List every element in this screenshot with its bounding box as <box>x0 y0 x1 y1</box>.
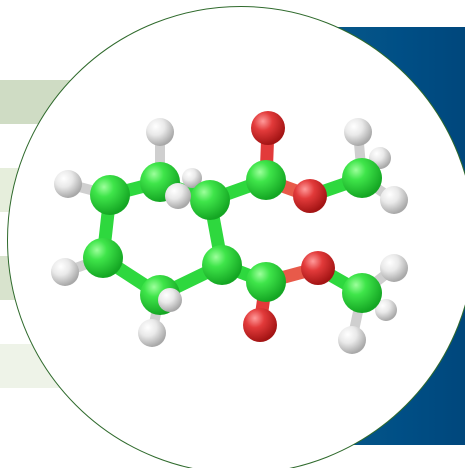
oxygen-atoms <box>243 111 335 342</box>
bond-group <box>60 121 399 345</box>
circle-frame <box>7 6 465 468</box>
hydrogen-atom <box>138 319 166 347</box>
hydrogen-atom <box>51 258 79 286</box>
hydrogen-atom <box>375 299 397 321</box>
hydrogen-atom <box>338 326 366 354</box>
carbon-atom <box>202 245 242 285</box>
oxygen-atom <box>301 251 335 285</box>
oxygen-atom <box>251 111 285 145</box>
hydrogen-atom <box>380 254 408 282</box>
hydrogen-atoms-front <box>51 118 408 354</box>
hydrogen-atom <box>182 168 202 188</box>
carbon-atom <box>190 180 230 220</box>
carbon-atom <box>246 160 286 200</box>
carbon-atom <box>83 238 123 278</box>
carbon-atom <box>342 158 382 198</box>
oxygen-atom <box>243 308 277 342</box>
hydrogen-atom <box>344 118 372 146</box>
hydrogen-atom <box>146 118 174 146</box>
carbon-atom <box>246 262 286 302</box>
hydrogen-atoms-back <box>182 147 397 321</box>
hydrogen-atom <box>158 288 182 312</box>
carbon-atom <box>90 175 130 215</box>
hydrogen-atom <box>380 186 408 214</box>
oxygen-atom <box>293 179 327 213</box>
hydrogen-atom <box>165 183 191 209</box>
hydrogen-atom <box>54 170 82 198</box>
carbon-atom <box>342 273 382 313</box>
